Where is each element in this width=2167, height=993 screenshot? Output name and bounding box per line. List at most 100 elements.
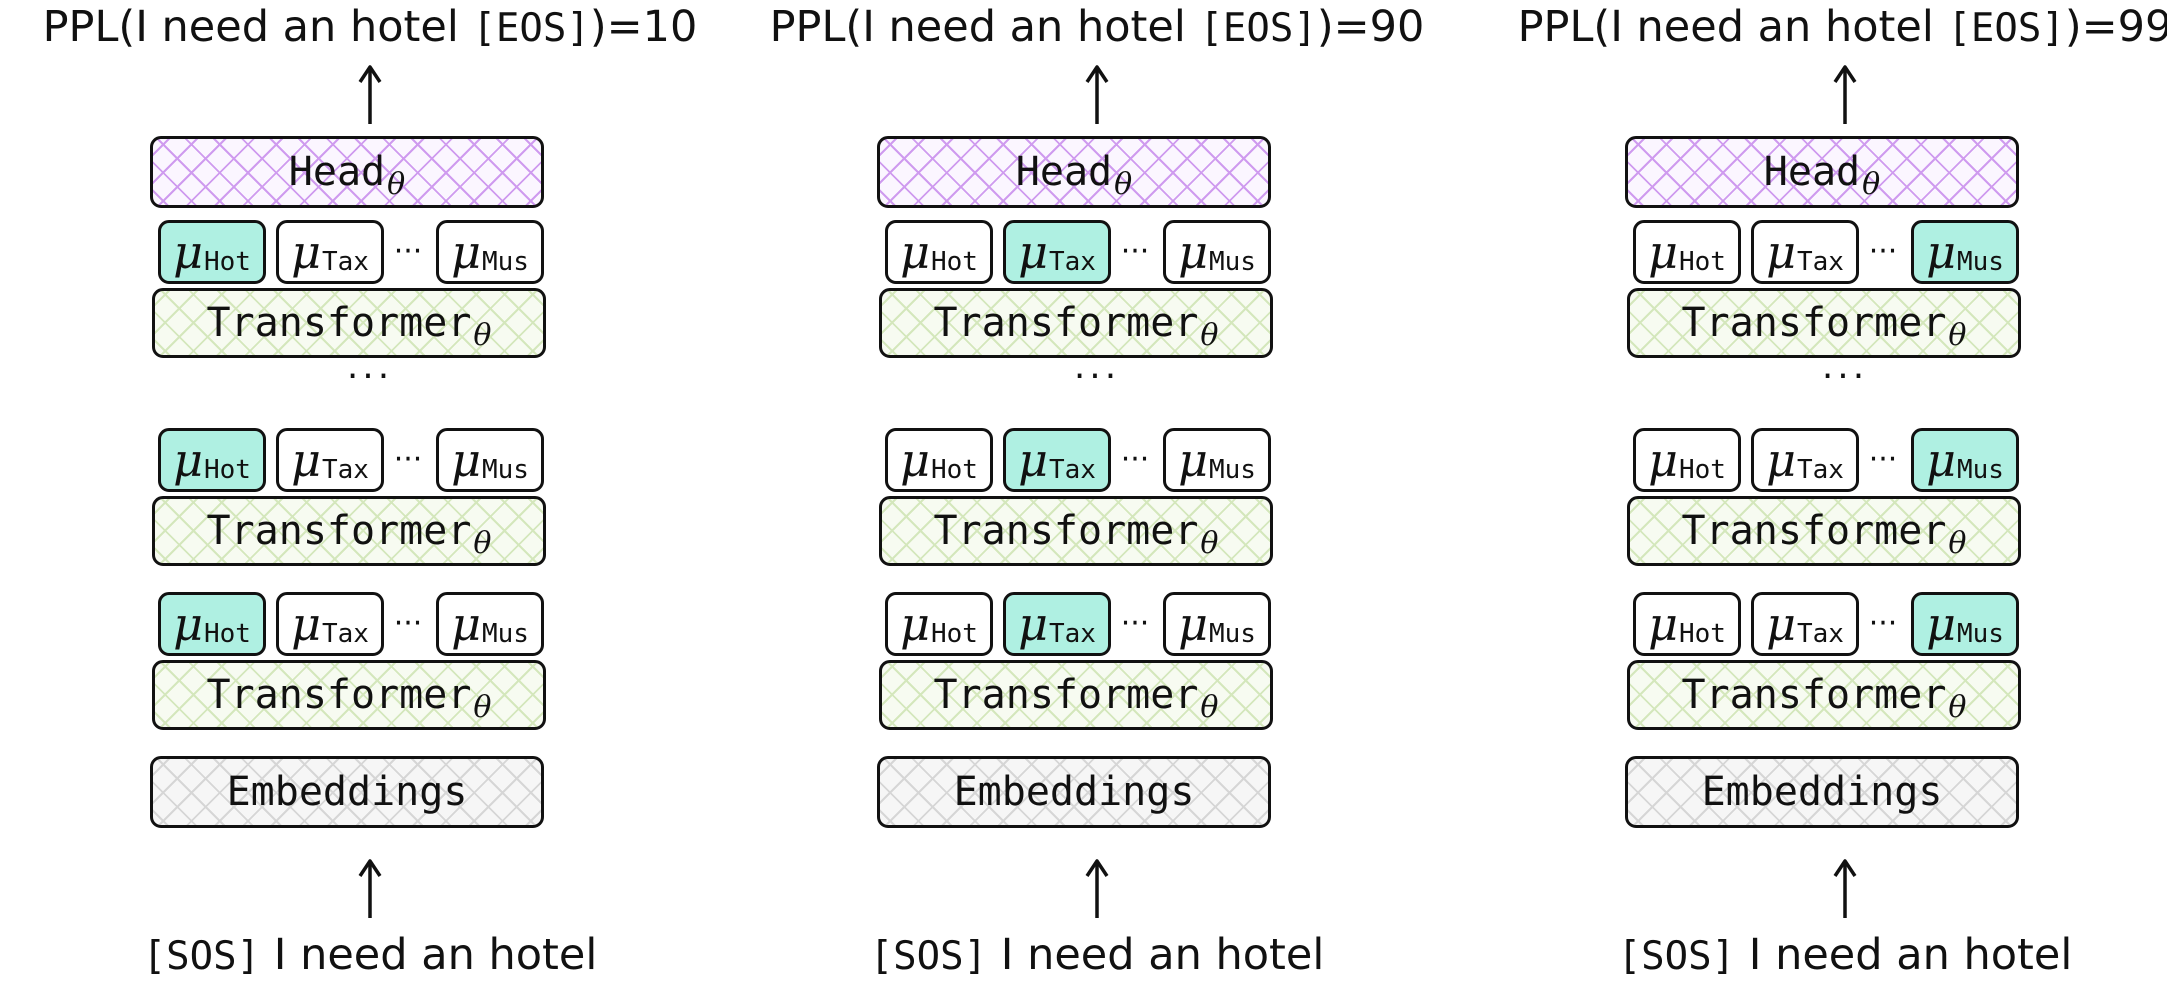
adapter-subscript: Hot <box>203 247 251 277</box>
mu-symbol: μ <box>451 597 481 651</box>
mu-symbol: μ <box>173 433 203 487</box>
adapter-ellipsis: ··· <box>1120 606 1150 641</box>
embeddings-label: Embeddings <box>1701 769 1943 815</box>
mu-symbol: μ <box>1648 597 1678 651</box>
input-text: I need an hotel <box>1735 930 2073 980</box>
embeddings-block: Embeddings <box>877 756 1271 828</box>
adapter-subscript: Tax <box>321 247 369 277</box>
adapter-ellipsis: ··· <box>393 234 423 269</box>
adapter-subscript: Mus <box>1208 247 1256 277</box>
adapter-subscript: Tax <box>321 455 369 485</box>
ppl-suffix: )=99 <box>2064 2 2167 52</box>
adapter-ellipsis: ··· <box>1120 234 1150 269</box>
theta-subscript: θ <box>1114 166 1133 202</box>
adapter-ellipsis: ··· <box>1868 606 1898 641</box>
embeddings-label: Embeddings <box>226 769 468 815</box>
adapter-subscript: Hot <box>930 619 978 649</box>
input-sequence: [SOS] I need an hotel <box>1485 928 2167 984</box>
theta-subscript: θ <box>1948 689 1967 725</box>
head-label: Head <box>1015 149 1113 195</box>
mu-symbol: μ <box>291 225 321 279</box>
mu-symbol: μ <box>1766 597 1796 651</box>
adapter-subscript: Hot <box>930 247 978 277</box>
adapter-ellipsis: ··· <box>1868 234 1898 269</box>
transformer-label: Transformer <box>933 672 1199 718</box>
adapter-ellipsis: ··· <box>393 442 423 477</box>
adapter-subscript: Mus <box>1956 619 2004 649</box>
adapter-subscript: Tax <box>1796 247 1844 277</box>
theta-subscript: θ <box>1948 317 1967 353</box>
mu-symbol: μ <box>1018 597 1048 651</box>
mu-symbol: μ <box>1648 433 1678 487</box>
mu-symbol: μ <box>1178 597 1208 651</box>
sos-token: [SOS] <box>869 934 988 979</box>
transformer-label: Transformer <box>933 300 1199 346</box>
adapter-subscript: Mus <box>481 619 529 649</box>
theta-subscript: θ <box>1862 166 1881 202</box>
perplexity-label: PPL(I need an hotel [EOS])=10 <box>10 2 730 54</box>
mu-symbol: μ <box>900 433 930 487</box>
ppl-prefix: PPL(I need an hotel <box>42 2 473 52</box>
mu-symbol: μ <box>1926 597 1956 651</box>
adapter-subscript: Mus <box>1956 455 2004 485</box>
input-text: I need an hotel <box>260 930 598 980</box>
input-arrow-icon <box>358 859 382 918</box>
theta-subscript: θ <box>387 166 406 202</box>
input-sequence: [SOS] I need an hotel <box>10 928 730 984</box>
layer-ellipsis: ··· <box>1073 356 1121 397</box>
theta-subscript: θ <box>1200 525 1219 561</box>
adapter-subscript: Hot <box>203 619 251 649</box>
mu-symbol: μ <box>291 597 321 651</box>
adapter-subscript: Mus <box>1208 455 1256 485</box>
layer-ellipsis: ··· <box>1821 356 1869 397</box>
mu-symbol: μ <box>1648 225 1678 279</box>
ppl-prefix: PPL(I need an hotel <box>1517 2 1948 52</box>
transformer-label: Transformer <box>206 508 472 554</box>
adapter-subscript: Tax <box>1048 247 1096 277</box>
adapter-subscript: Tax <box>1796 455 1844 485</box>
transformer-label: Transformer <box>1681 672 1947 718</box>
theta-subscript: θ <box>1200 317 1219 353</box>
theta-subscript: θ <box>473 317 492 353</box>
output-arrow-icon <box>358 65 382 124</box>
theta-subscript: θ <box>473 525 492 561</box>
mu-symbol: μ <box>451 225 481 279</box>
mu-symbol: μ <box>1178 225 1208 279</box>
adapter-subscript: Hot <box>1678 619 1726 649</box>
eos-token: [EOS] <box>1947 6 2065 51</box>
transformer-label: Transformer <box>933 508 1199 554</box>
adapter-subscript: Hot <box>1678 247 1726 277</box>
embeddings-block: Embeddings <box>1625 756 2019 828</box>
layer-ellipsis: ··· <box>346 356 394 397</box>
mu-symbol: μ <box>1926 433 1956 487</box>
input-sequence: [SOS] I need an hotel <box>737 928 1457 984</box>
theta-subscript: θ <box>1200 689 1219 725</box>
adapter-ellipsis: ··· <box>1120 442 1150 477</box>
mu-symbol: μ <box>1018 433 1048 487</box>
eos-token: [EOS] <box>1199 6 1317 51</box>
